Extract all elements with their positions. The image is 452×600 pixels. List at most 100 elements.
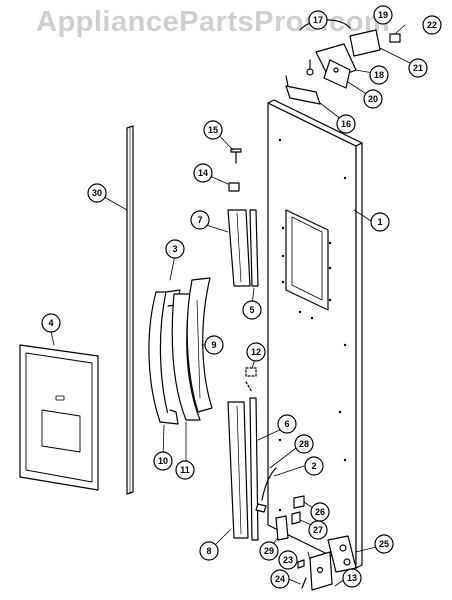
callout-label: 8 — [206, 546, 211, 556]
callout-5: 5 — [242, 300, 262, 320]
callout-circle — [153, 451, 173, 471]
screw-15 — [230, 148, 242, 164]
callout-label: 10 — [158, 456, 168, 466]
wire-harness — [255, 467, 277, 513]
callout-circle — [87, 183, 107, 203]
callout-14: 14 — [193, 163, 213, 183]
callout-circle — [278, 550, 298, 570]
callout-7: 7 — [190, 210, 210, 230]
callout-label: 11 — [180, 465, 190, 475]
callout-26: 26 — [310, 502, 330, 522]
callout-circle — [175, 460, 195, 480]
handle-bracket-upper — [227, 209, 259, 287]
callout-label: 6 — [284, 419, 289, 429]
callout-label: 26 — [315, 507, 325, 517]
callout-circle — [165, 239, 185, 259]
callout-circle — [370, 212, 390, 232]
callout-label: 4 — [48, 318, 53, 328]
callout-circle — [246, 342, 266, 362]
callout-1: 1 — [370, 212, 390, 232]
callout-16: 16 — [336, 114, 356, 134]
callout-circle — [408, 58, 428, 78]
callout-label: 9 — [211, 340, 216, 350]
callout-8: 8 — [199, 541, 219, 561]
callout-circle — [277, 414, 297, 434]
callout-circle — [204, 335, 224, 355]
callout-circle — [363, 89, 383, 109]
callout-label: 20 — [368, 94, 378, 104]
callout-circle — [308, 10, 328, 30]
callout-circle — [342, 568, 362, 588]
watermark: AppliancePartsPros.com — [36, 6, 391, 38]
callout-label: 5 — [249, 305, 254, 315]
callout-label: 1 — [377, 217, 382, 227]
callout-circle — [199, 541, 219, 561]
screw-14 — [228, 182, 240, 192]
callout-25: 25 — [374, 534, 394, 554]
callout-circle — [294, 434, 314, 454]
callout-label: 22 — [427, 20, 437, 30]
callout-circle — [41, 313, 61, 333]
callout-label: 17 — [313, 15, 323, 25]
callout-15: 15 — [203, 120, 223, 140]
callout-label: 18 — [374, 70, 384, 80]
dispenser-front — [19, 344, 99, 491]
callout-circle — [304, 456, 324, 476]
callout-13: 13 — [342, 568, 362, 588]
callout-23: 23 — [278, 550, 298, 570]
callout-label: 2 — [311, 461, 316, 471]
callout-circle — [369, 65, 389, 85]
callout-circle — [242, 300, 262, 320]
callout-label: 19 — [378, 10, 388, 20]
callout-label: 3 — [172, 244, 177, 254]
callout-2: 2 — [304, 456, 324, 476]
callout-label: 25 — [379, 539, 389, 549]
callout-21: 21 — [408, 58, 428, 78]
callout-18: 18 — [369, 65, 389, 85]
callout-label: 16 — [341, 119, 351, 129]
callout-circle — [308, 520, 328, 540]
callout-label: 12 — [251, 347, 261, 357]
callout-10: 10 — [153, 451, 173, 471]
callout-label: 13 — [347, 573, 357, 583]
callout-12: 12 — [246, 342, 266, 362]
callout-label: 28 — [299, 439, 309, 449]
callouts: 1234567891011121314151617181920212223242… — [41, 5, 442, 589]
clip-12 — [245, 367, 257, 393]
callout-29: 29 — [259, 541, 279, 561]
callout-20: 20 — [363, 89, 383, 109]
callout-3: 3 — [165, 239, 185, 259]
callout-circle — [373, 5, 393, 25]
callout-24: 24 — [270, 569, 290, 589]
handle-bracket-lower — [227, 397, 259, 541]
callout-4: 4 — [41, 313, 61, 333]
callout-label: 24 — [275, 574, 285, 584]
callout-28: 28 — [294, 434, 314, 454]
callout-11: 11 — [175, 460, 195, 480]
callout-30: 30 — [87, 183, 107, 203]
trim-strip — [126, 125, 134, 495]
callout-label: 21 — [413, 63, 423, 73]
callout-27: 27 — [308, 520, 328, 540]
bottom-hinge — [275, 495, 357, 591]
callout-6: 6 — [277, 414, 297, 434]
callout-label: 27 — [313, 525, 323, 535]
callout-9: 9 — [204, 335, 224, 355]
callout-circle — [259, 541, 279, 561]
callout-19: 19 — [373, 5, 393, 25]
callout-label: 23 — [283, 555, 293, 565]
callout-label: 30 — [92, 188, 102, 198]
callout-label: 29 — [264, 546, 274, 556]
callout-label: 15 — [208, 125, 218, 135]
callout-circle — [374, 534, 394, 554]
door-panel — [267, 99, 363, 569]
callout-circle — [336, 114, 356, 134]
callout-circle — [422, 15, 442, 35]
callout-17: 17 — [308, 10, 328, 30]
callout-label: 7 — [197, 215, 202, 225]
callout-circle — [203, 120, 223, 140]
callout-label: 14 — [198, 168, 208, 178]
top-hinge — [285, 19, 401, 105]
callout-circle — [270, 569, 290, 589]
